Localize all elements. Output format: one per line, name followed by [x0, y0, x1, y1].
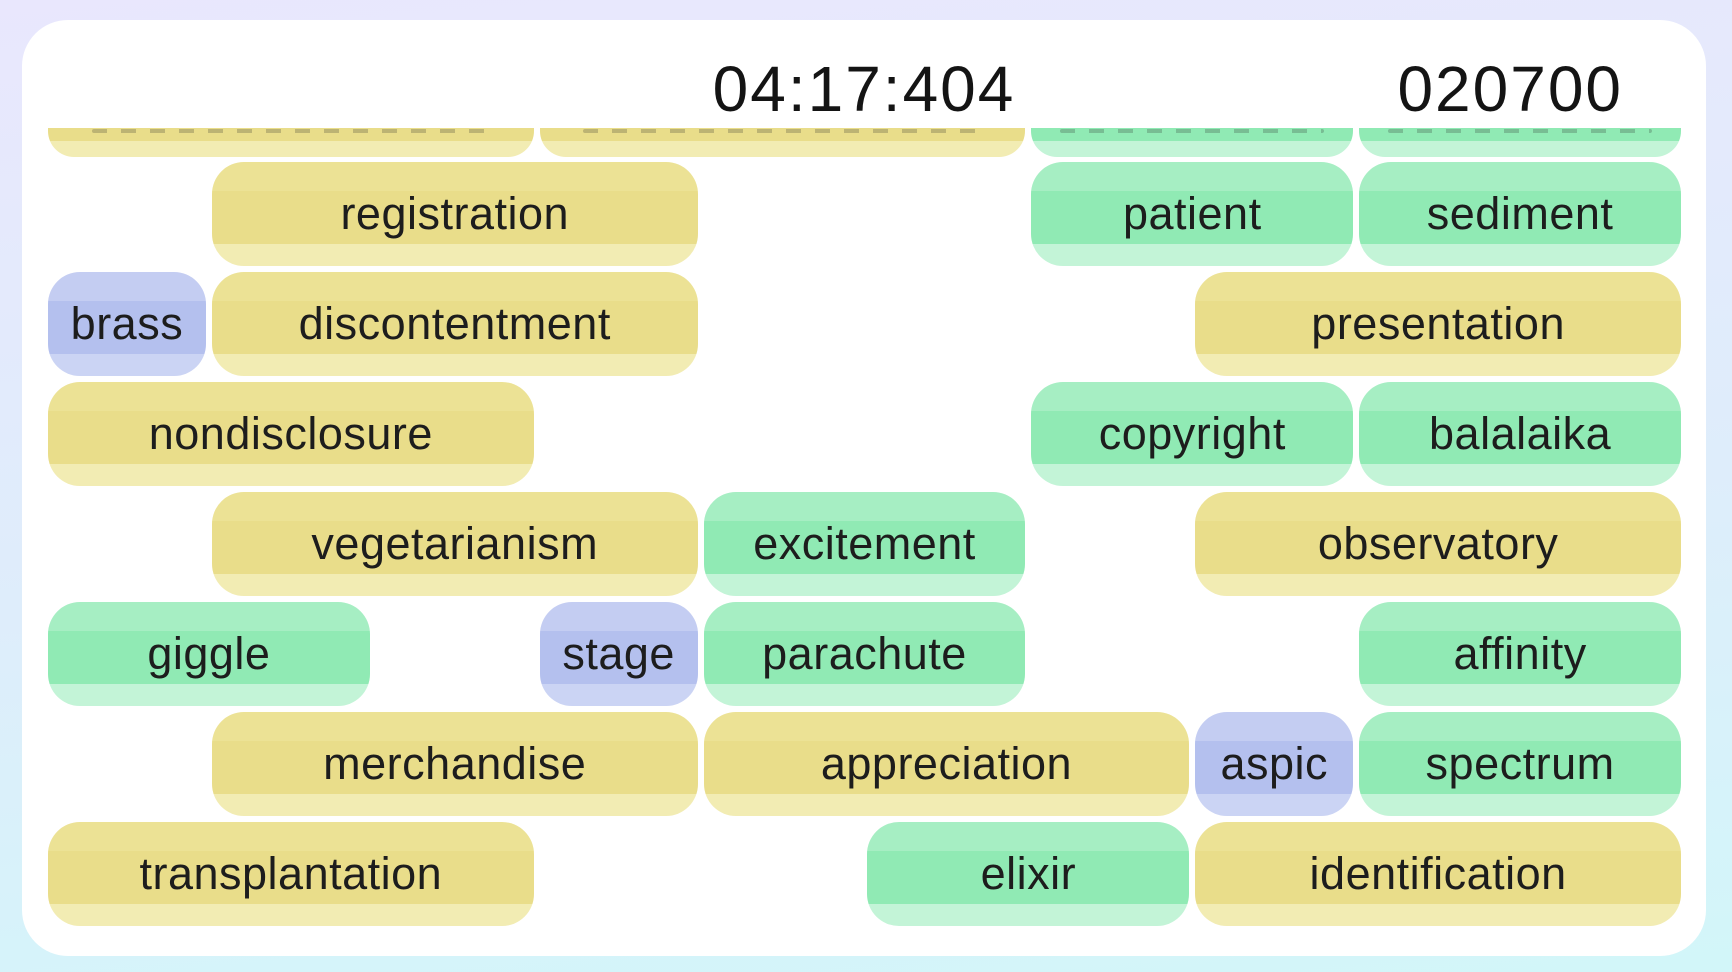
- word-pill-identification[interactable]: identification: [1195, 822, 1681, 926]
- word-pill-label: nondisclosure: [148, 408, 433, 459]
- word-pill-nondisclosure[interactable]: nondisclosure: [48, 382, 534, 486]
- word-pill-copyright[interactable]: copyright: [1031, 382, 1354, 486]
- word-pill-observatory[interactable]: observatory: [1195, 492, 1681, 596]
- word-pill-label: spectrum: [1425, 738, 1615, 789]
- word-pill-label: observatory: [1317, 518, 1559, 569]
- word-pill-label: vegetarianism: [311, 518, 599, 569]
- word-pill-label: excitement: [753, 518, 976, 569]
- clipped-text-marks: [583, 129, 982, 133]
- game-board-card: 04:17:404 020700 registration patient sedi…: [22, 20, 1706, 956]
- word-board: registration patient sediment brass disconte…: [48, 162, 1681, 926]
- word-pill-label: aspic: [1220, 738, 1329, 789]
- word-pill-affinity[interactable]: affinity: [1359, 602, 1681, 706]
- word-pill-parachute[interactable]: parachute: [703, 602, 1026, 706]
- score-display: 020700: [1397, 53, 1623, 125]
- clipped-word-pill: [48, 128, 534, 157]
- word-pill-merchandise[interactable]: merchandise: [211, 712, 698, 816]
- word-pill-discontentment[interactable]: discontentment: [211, 272, 698, 376]
- clipped-text-marks: [1060, 129, 1325, 133]
- scrolling-row-clipped: [48, 128, 1681, 157]
- word-pill-label: merchandise: [323, 738, 587, 789]
- word-pill-label: patient: [1122, 188, 1262, 239]
- word-pill-label: appreciation: [820, 738, 1073, 789]
- word-pill-elixir[interactable]: elixir: [867, 822, 1190, 926]
- word-pill-brass[interactable]: brass: [48, 272, 206, 376]
- word-pill-balalaika[interactable]: balalaika: [1359, 382, 1681, 486]
- word-pill-label: sediment: [1426, 188, 1614, 239]
- clipped-text-marks: [91, 129, 490, 133]
- clipped-word-pill: [539, 128, 1026, 157]
- word-pill-appreciation[interactable]: appreciation: [703, 712, 1190, 816]
- word-pill-label: brass: [70, 298, 184, 349]
- word-pill-label: elixir: [980, 848, 1077, 899]
- word-pill-label: stage: [562, 628, 675, 679]
- word-pill-stage[interactable]: stage: [539, 602, 698, 706]
- timer-display: 04:17:404: [712, 53, 1016, 125]
- word-pill-label: registration: [340, 188, 570, 239]
- clipped-text-marks: [1388, 129, 1653, 133]
- word-pill-label: giggle: [147, 628, 271, 679]
- word-pill-label: presentation: [1311, 298, 1565, 349]
- word-pill-excitement[interactable]: excitement: [703, 492, 1026, 596]
- clipped-word-pill: [1359, 128, 1681, 157]
- word-pill-label: copyright: [1098, 408, 1286, 459]
- word-pill-transplantation[interactable]: transplantation: [48, 822, 534, 926]
- word-pill-label: affinity: [1453, 628, 1587, 679]
- word-pill-label: transplantation: [139, 848, 443, 899]
- word-pill-aspic[interactable]: aspic: [1195, 712, 1354, 816]
- word-pill-registration[interactable]: registration: [211, 162, 698, 266]
- word-pill-label: parachute: [762, 628, 967, 679]
- word-pill-label: identification: [1309, 848, 1567, 899]
- word-pill-vegetarianism[interactable]: vegetarianism: [211, 492, 698, 596]
- word-pill-spectrum[interactable]: spectrum: [1359, 712, 1681, 816]
- word-pill-presentation[interactable]: presentation: [1195, 272, 1681, 376]
- word-pill-sediment[interactable]: sediment: [1359, 162, 1681, 266]
- clipped-word-pill: [1031, 128, 1354, 157]
- word-pill-label: balalaika: [1429, 408, 1612, 459]
- word-pill-label: discontentment: [298, 298, 611, 349]
- word-pill-patient[interactable]: patient: [1031, 162, 1354, 266]
- word-pill-giggle[interactable]: giggle: [48, 602, 370, 706]
